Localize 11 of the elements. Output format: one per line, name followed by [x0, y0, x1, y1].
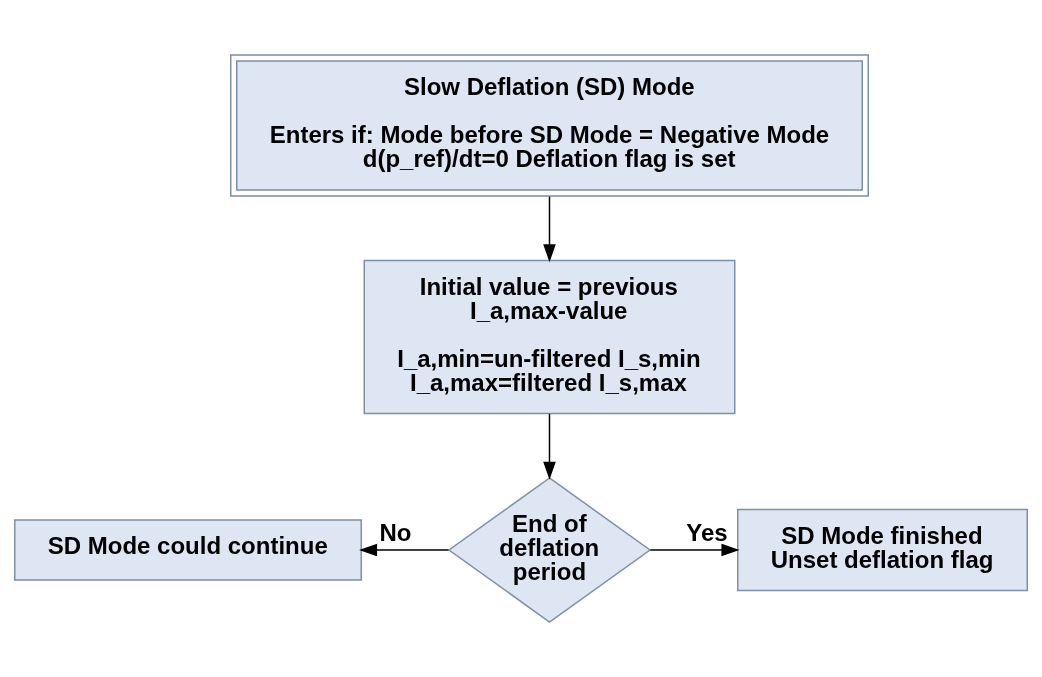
arrow: [359, 543, 450, 557]
edge-label: Yes: [686, 518, 728, 546]
arrow: [543, 413, 556, 480]
node-box: Initial value = previous I_a,max-value I_a,min=un-filtered I_s,min I_a,max=filtered I_s,max: [363, 259, 736, 415]
arrow: [649, 543, 740, 557]
arrow: [543, 195, 556, 263]
node-box: Slow Deflation (SD) Mode Enters if: Mode before SD Mode = Negative Mode d(p_ref)/dt=0 Deflation flag is set: [230, 54, 869, 197]
node-diamond: End of deflation period: [447, 477, 652, 623]
node-box: SD Mode could continue: [14, 519, 362, 581]
node-box: SD Mode finished Unset deflation flag: [737, 508, 1028, 592]
edge-label: No: [379, 518, 412, 546]
